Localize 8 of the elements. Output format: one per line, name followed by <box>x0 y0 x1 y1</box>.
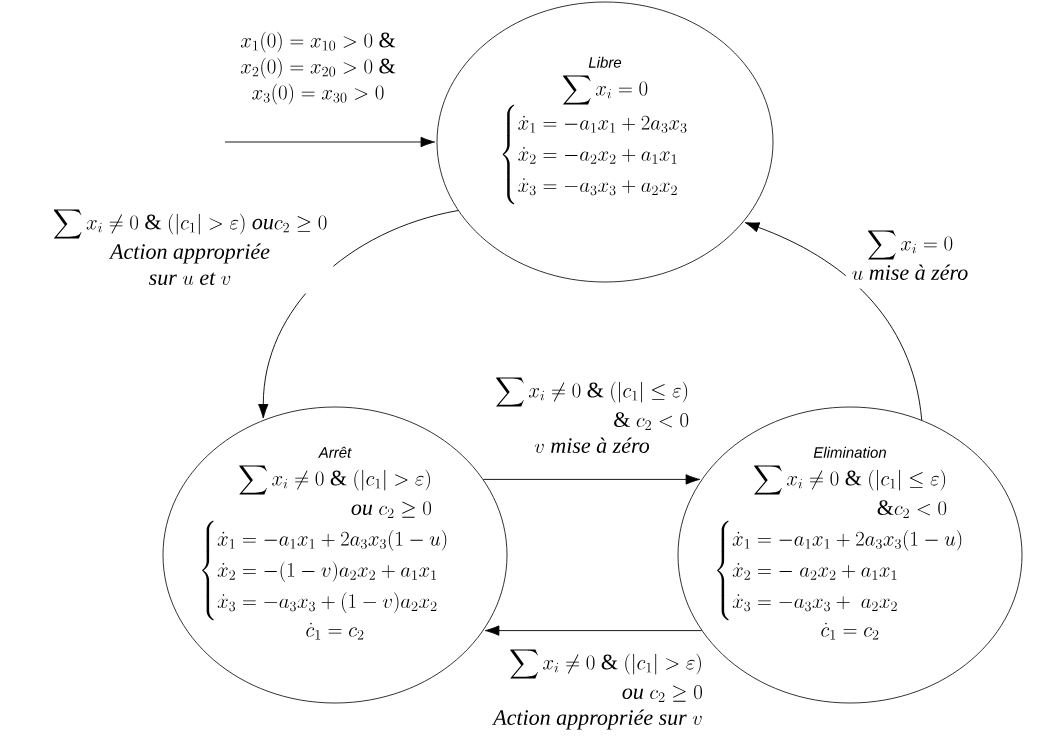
transition-arrow <box>484 625 703 636</box>
transition-arrow <box>482 474 701 485</box>
edge-label: $\begin{array}{c}x_1(0) = x_{10} > 0\ \&\\ x_2(0) = x_{20} > 0\ \&\\ x_3(0) = x_{30} > 0\end{array}$ <box>234 28 402 108</box>
transition-arrow <box>744 222 923 421</box>
arrow <box>224 136 436 148</box>
transition-arrow <box>258 210 459 419</box>
edge-label: $\begin{array}{c}\displaystyle\sum x_i = 0\\ u\ \textit{mise à zéro}\end{array}$ <box>845 227 975 289</box>
edge-label: $\begin{array}{c}\displaystyle\sum x_i \neq 0\ \&\ (|c_1| > \varepsilon)\ \mathit{ou} c_2 \geq 0\\ \textit{Action appropriée}\\ \textit{sur } u \textit{ et } v\end{array}$ <box>46 206 334 294</box>
